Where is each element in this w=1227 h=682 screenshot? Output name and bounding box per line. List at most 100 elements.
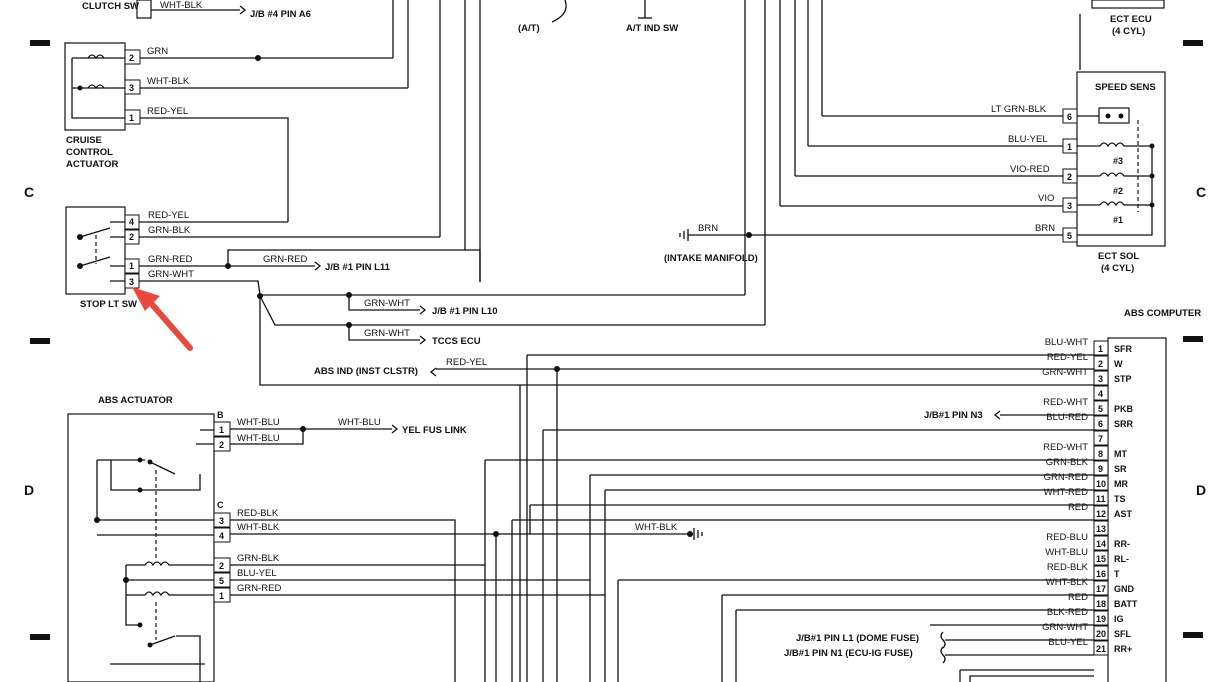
abs-pin-name: SFR [1114,344,1133,354]
abs-pin-box [1093,430,1109,446]
coil-icon [126,591,214,597]
wire-label: WHT-BLU [237,433,280,444]
abs-pin-box [1093,625,1109,641]
wire [139,280,745,296]
pin-number: 2 [219,561,224,571]
relay-blade [149,461,176,475]
pin-number: 2 [129,53,134,63]
junction-dot [94,517,100,523]
abs-pin-box [1093,580,1109,596]
wire [604,489,1094,682]
abs-pin-box [1093,340,1109,356]
wire [589,474,1094,682]
abs-pin-box [1093,595,1109,611]
cruise-control-actuator: 2 3 1 CRUISE CONTROL ACTUATOR GRN WHT-BL… [64,42,408,222]
pin-number: 2 [219,440,224,450]
abs-pin-wire-label: GRN-WHT [1042,622,1088,633]
abs-pin-name: SRR [1114,419,1134,429]
abs-pin-wire-label: RED [1068,502,1088,513]
bus-wires [392,0,1081,325]
splice-arrow [429,367,437,377]
abs-pin-name: T [1114,569,1120,579]
wire [721,594,1094,682]
abs-pin-name: SR [1114,464,1127,474]
pin-box [124,109,141,125]
junction-dot [77,85,83,91]
abs-pin-number: 8 [1098,449,1103,459]
coil-icon [126,561,214,567]
abs-pin-wire-label: RED-YEL [1047,352,1088,363]
jb1-l11-label: J/B #1 PIN L11 [325,262,391,273]
wire-label: WHT-BLK [147,76,190,87]
wire-label: RED-YEL [147,106,188,117]
coil-icon [87,54,105,60]
abs-pin-box [1093,610,1109,626]
wire-label: GRN-BLK [237,553,280,564]
grid-tick [1183,40,1203,46]
grid-tick [1183,632,1203,638]
grid-label-c-left: C [24,184,34,200]
abs-pin-box [1093,550,1109,566]
abs-pin-name: STP [1114,374,1132,384]
wire [259,295,765,326]
abs-pin-number: 4 [1098,389,1103,399]
wire-label: WHT-BLK [160,0,203,11]
solenoid-1-label: #1 [1113,215,1123,225]
grid-tick [1183,336,1203,342]
junction-dot [1149,173,1155,179]
arrow-head [132,287,160,311]
splice-arrow [239,5,247,15]
abs-pin-box [1093,490,1109,506]
relay-contact [147,459,153,465]
arrow-shaft [147,299,193,351]
wire-label: BLU-YEL [237,568,277,579]
abs-ind-label: ABS IND (INST CLSTR) [314,366,418,377]
at-label: (A/T) [518,23,540,34]
abs-pin-box [1093,475,1109,491]
abs-pin-number: 18 [1096,599,1106,609]
wire-label: GRN-RED [237,583,281,594]
ground-icon [693,528,703,540]
abs-pin-wire-label: BLU-YEL [1048,637,1088,648]
solenoid-2-label: #2 [1113,186,1123,196]
relay-contact [137,622,143,628]
relay-blade [149,635,176,646]
connector-c-label: C [217,500,224,510]
abs-pin-wire-label: BLU-RED [1046,412,1088,423]
ect-sol-block: SPEED SENS 6 1 2 3 5 #3 #2 #1 ECT SOL (4… [664,71,1166,274]
speed-sens-label: SPEED SENS [1095,82,1156,93]
top-section: CLUTCH SW WHT-BLK J/B #4 PIN A6 (A/T) A/… [82,0,1165,37]
abs-pin-name: RR- [1114,539,1130,549]
abs-pin-wire-label: GRN-WHT [1042,367,1088,378]
abs-pin-number: 21 [1096,644,1106,654]
abs-pin-number: 19 [1096,614,1106,624]
ect-ecu-box [1091,0,1165,9]
wire [230,429,304,445]
pin-number: 3 [219,516,224,526]
jb4-a6-label: J/B #4 PIN A6 [250,9,311,20]
abs-actuator-body [67,413,215,682]
abs-pin-box [1093,520,1109,536]
abs-pin-wire-label: WHT-BLK [1046,577,1089,588]
relay-contact [137,457,143,463]
cruise-label-2: CONTROL [66,147,113,158]
abs-pin-wire-label: RED [1068,592,1088,603]
connector-b-label: B [217,410,224,420]
internal-wiring [1077,115,1153,236]
abs-pin-number: 20 [1096,629,1106,639]
wire-label: VIO [1038,193,1054,204]
abs-pin-number: 5 [1098,404,1103,414]
wire-label: BRN [698,223,718,234]
sensor-terminal [1118,113,1124,119]
wire-label: GRN-WHT [364,298,410,309]
wire [230,519,456,682]
abs-pin-name: TS [1114,494,1126,504]
abs-pin-box [1093,400,1109,416]
abs-pin-box [1093,505,1109,521]
abs-pin-name: BATT [1114,599,1138,609]
wire-label: WHT-BLU [237,417,280,428]
abs-pin-number: 10 [1096,479,1106,489]
wire-label: VIO-RED [1010,164,1050,175]
wire-label: GRN [147,46,168,57]
